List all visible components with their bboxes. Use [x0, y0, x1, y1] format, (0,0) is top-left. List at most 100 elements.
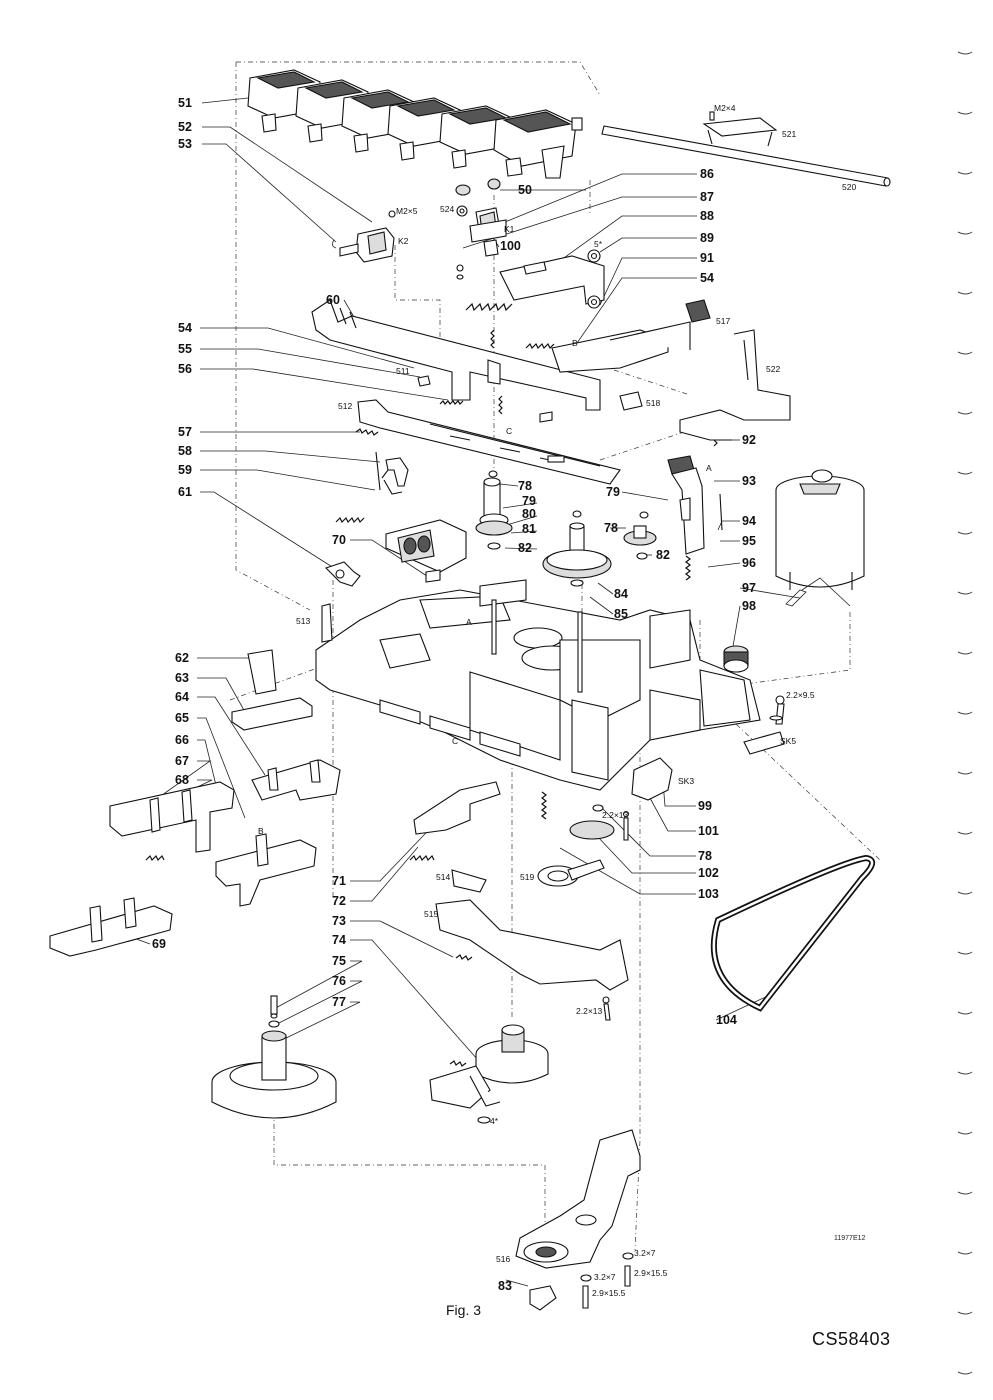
screw-2-9x15-5-a: 2.9×15.5 [634, 1268, 668, 1278]
callout-104: 104 [716, 1013, 737, 1027]
gears-84 [542, 510, 657, 587]
screw-3-2x7-a: 3.2×7 [634, 1248, 656, 1258]
callout-68: 68 [175, 773, 189, 787]
letter-sk3: SK3 [678, 776, 694, 786]
letter-c-upper: C [506, 426, 512, 436]
callout-51: 51 [178, 96, 192, 110]
callout-82-a: 82 [518, 541, 532, 555]
ref-517: 517 [716, 316, 730, 326]
callout-50: 50 [518, 183, 532, 197]
solenoid-k1 [455, 178, 507, 280]
callout-94: 94 [742, 514, 756, 528]
screw-2-9x15-5-b: 2.9×15.5 [592, 1288, 626, 1298]
callout-78-lower: 78 [698, 849, 712, 863]
slider-bar-60 [311, 299, 601, 411]
ref-522: 522 [766, 364, 780, 374]
screw-5: 5* [594, 239, 603, 249]
letter-k1: K1 [504, 224, 515, 234]
callout-81: 81 [522, 522, 536, 536]
callout-75: 75 [332, 954, 346, 968]
callout-79-a: 79 [522, 494, 536, 508]
ref-520: 520 [842, 182, 856, 192]
callout-53: 53 [178, 137, 192, 151]
callout-56: 56 [178, 362, 192, 376]
callout-71: 71 [332, 874, 346, 888]
slide-plate-512 [357, 399, 621, 485]
callout-101: 101 [698, 824, 719, 838]
callout-92: 92 [742, 433, 756, 447]
callout-78-a: 78 [518, 479, 532, 493]
ref-512: 512 [338, 401, 352, 411]
belt-104 [710, 854, 875, 1012]
callout-97: 97 [742, 581, 756, 595]
callout-102: 102 [698, 866, 719, 880]
main-chassis [315, 579, 761, 791]
callout-labels: 51 52 53 54 55 56 57 58 59 61 62 63 64 6… [152, 96, 866, 1298]
letter-b-lower: B [258, 826, 264, 836]
screw-m2x4: M2×4 [714, 103, 736, 113]
callout-78-b: 78 [604, 521, 618, 535]
callout-63: 63 [175, 671, 189, 685]
callout-103: 103 [698, 887, 719, 901]
reel-drive-74 [429, 1024, 549, 1124]
callout-70: 70 [332, 533, 346, 547]
ref-524: 524 [440, 204, 454, 214]
letter-k2: K2 [398, 236, 409, 246]
callout-67: 67 [175, 754, 189, 768]
ref-514: 514 [436, 872, 450, 882]
callout-98: 98 [742, 599, 756, 613]
ref-516: 516 [496, 1254, 510, 1264]
callout-65: 65 [175, 711, 189, 725]
lever-515 [435, 899, 629, 1021]
callout-100: 100 [500, 239, 521, 253]
callout-83: 83 [498, 1279, 512, 1293]
callout-61: 61 [178, 485, 192, 499]
callout-88: 88 [700, 209, 714, 223]
flywheel-77 [211, 995, 337, 1119]
callout-52: 52 [178, 120, 192, 134]
callout-95: 95 [742, 534, 756, 548]
springs [145, 302, 718, 1067]
screw-2-2x13-b: 2.2×13 [576, 1006, 603, 1016]
screw-3-2x7-b: 3.2×7 [594, 1272, 616, 1282]
callout-74: 74 [332, 933, 346, 947]
motor-95 [775, 469, 865, 590]
shaft-520 [601, 125, 891, 187]
drawing-number: 11977E12 [834, 1235, 866, 1242]
callout-60: 60 [326, 293, 340, 307]
callout-72: 72 [332, 894, 346, 908]
tape-head-70 [385, 519, 467, 583]
bracket-521 [702, 111, 778, 147]
capstan-stack-79 [475, 470, 513, 550]
ref-518: 518 [646, 398, 660, 408]
screw-2-2x9-5: 2.2×9.5 [786, 690, 815, 700]
callout-80: 80 [522, 507, 536, 521]
leader-lines [111, 97, 801, 1287]
callout-76: 76 [332, 974, 346, 988]
ref-511: 511 [396, 366, 410, 376]
slide-pieces-62-69 [49, 649, 501, 957]
base-bracket-516 [515, 1129, 641, 1311]
callout-82-b: 82 [656, 548, 670, 562]
callout-73: 73 [332, 914, 346, 928]
callout-84: 84 [614, 587, 628, 601]
lever-54 [499, 249, 691, 373]
ref-521: 521 [782, 129, 796, 139]
wire-97 [785, 577, 851, 607]
bracket-93 [667, 455, 723, 555]
callout-54-right: 54 [700, 271, 714, 285]
letter-a-lower: A [466, 617, 472, 627]
callout-89: 89 [700, 231, 714, 245]
screw-m2x5: M2×5 [396, 206, 418, 216]
switch-k2 [332, 210, 396, 263]
callout-87: 87 [700, 190, 714, 204]
callout-91: 91 [700, 251, 714, 265]
piano-keys [247, 69, 583, 179]
pulley-98 [723, 645, 749, 673]
callout-79-b: 79 [606, 485, 620, 499]
callout-59: 59 [178, 463, 192, 477]
ref-513: 513 [296, 616, 310, 626]
binder-marks [957, 51, 973, 1375]
callout-85: 85 [614, 607, 628, 621]
